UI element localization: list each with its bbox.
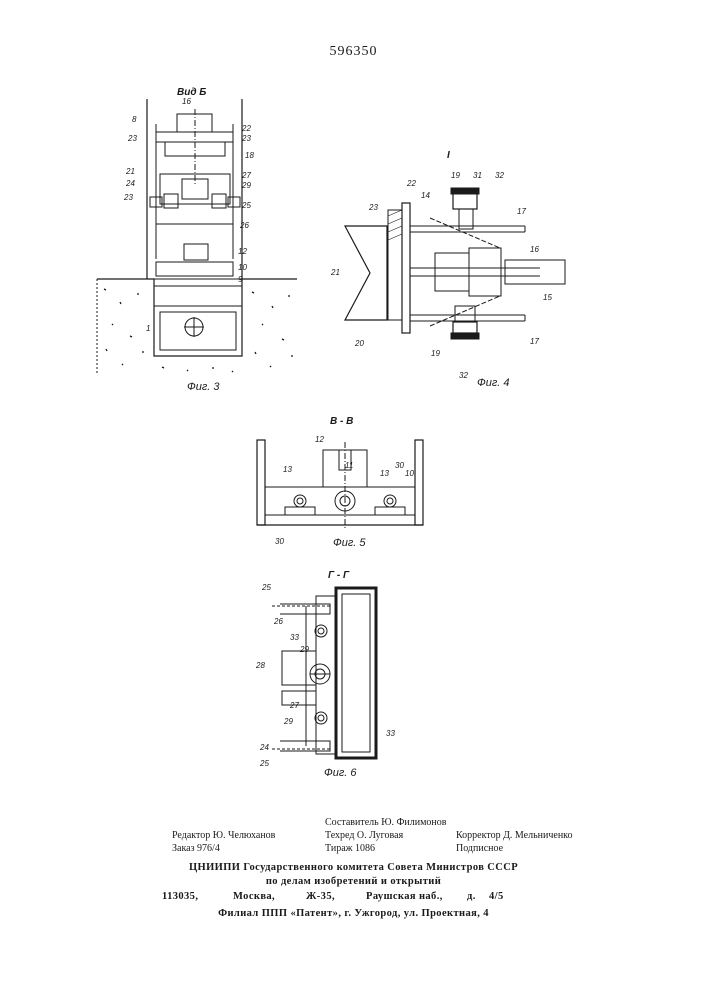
svg-text:26: 26 <box>239 221 249 230</box>
svg-text:26: 26 <box>273 617 283 626</box>
publisher-d: д. <box>467 891 476 902</box>
svg-text:13: 13 <box>283 465 292 474</box>
figure-3: Вид Б 16 8 22 23 23 18 21 27 24 29 23 25… <box>92 84 307 399</box>
svg-text:29: 29 <box>241 181 251 190</box>
svg-text:25: 25 <box>261 583 271 592</box>
publisher-line-2: по делам изобретений и открытий <box>0 876 707 887</box>
svg-text:21: 21 <box>330 268 340 277</box>
svg-text:29: 29 <box>299 645 309 654</box>
svg-text:19: 19 <box>431 349 440 358</box>
svg-text:24: 24 <box>125 179 135 188</box>
imprint-compiler: Составитель Ю. Филимонов <box>325 816 447 829</box>
svg-text:23: 23 <box>241 134 251 143</box>
imprint-editor: Редактор Ю. Челюханов <box>172 829 275 842</box>
svg-text:11: 11 <box>345 461 353 470</box>
svg-text:25: 25 <box>241 201 251 210</box>
svg-text:31: 31 <box>473 171 482 180</box>
imprint-corrector: Корректор Д. Мельниченко <box>456 829 573 842</box>
svg-text:13: 13 <box>380 469 389 478</box>
svg-text:14: 14 <box>421 191 430 200</box>
svg-text:17: 17 <box>517 207 526 216</box>
publisher-num: 4/5 <box>489 891 504 902</box>
svg-text:15: 15 <box>543 293 552 302</box>
svg-text:32: 32 <box>495 171 504 180</box>
publisher-emb: Раушская наб., <box>366 891 443 902</box>
svg-text:32: 32 <box>459 371 468 380</box>
svg-text:30: 30 <box>395 461 404 470</box>
publisher-index: 113035, <box>162 891 198 902</box>
svg-text:12: 12 <box>315 435 324 444</box>
svg-text:30: 30 <box>275 537 284 546</box>
svg-text:18: 18 <box>245 151 254 160</box>
imprint-order: Заказ 976/4 <box>172 842 220 855</box>
svg-text:25: 25 <box>259 759 269 768</box>
svg-text:28: 28 <box>255 661 265 670</box>
svg-text:16: 16 <box>182 97 191 106</box>
svg-text:16: 16 <box>530 245 539 254</box>
svg-text:12: 12 <box>238 247 247 256</box>
svg-text:19: 19 <box>451 171 460 180</box>
publisher-street: Ж-35, <box>306 891 335 902</box>
svg-text:33: 33 <box>290 633 299 642</box>
fig4-caption: Фиг. 4 <box>477 377 510 389</box>
figure-6: Г - Г 25 26 33 29 28 27 29 33 24 25 Фиг.… <box>250 566 400 781</box>
publisher-city: Москва, <box>233 891 275 902</box>
svg-text:9: 9 <box>238 275 243 284</box>
imprint-techred: Техред О. Луговая <box>325 829 403 842</box>
fig5-section-title: В - В <box>330 416 353 427</box>
svg-text:23: 23 <box>123 193 133 202</box>
imprint-circulation: Тираж 1086 <box>325 842 375 855</box>
svg-text:10: 10 <box>238 263 247 272</box>
figure-5: В - В 12 11 30 13 13 10 30 Фиг. 5 <box>245 412 445 560</box>
svg-text:21: 21 <box>125 167 135 176</box>
svg-text:27: 27 <box>289 701 299 710</box>
svg-text:22: 22 <box>406 179 416 188</box>
svg-text:23: 23 <box>368 203 378 212</box>
publisher-line-1: ЦНИИПИ Государственного комитета Совета … <box>0 862 707 873</box>
publisher-line-4: Филиал ППП «Патент», г. Ужгород, ул. Про… <box>0 908 707 919</box>
svg-text:22: 22 <box>241 124 251 133</box>
fig5-caption: Фиг. 5 <box>333 537 366 549</box>
imprint-subscription: Подписное <box>456 842 503 855</box>
svg-text:20: 20 <box>354 339 364 348</box>
svg-text:10: 10 <box>405 469 414 478</box>
svg-text:27: 27 <box>241 171 251 180</box>
fig3-caption: Фиг. 3 <box>187 381 220 393</box>
svg-text:24: 24 <box>259 743 269 752</box>
fig4-view-title: I <box>447 150 450 161</box>
figure-4: I 19 31 32 22 14 23 17 16 21 15 20 17 19… <box>325 148 575 393</box>
svg-text:8: 8 <box>132 115 137 124</box>
svg-text:23: 23 <box>127 134 137 143</box>
patent-number: 596350 <box>0 44 707 60</box>
svg-text:29: 29 <box>283 717 293 726</box>
svg-text:1: 1 <box>146 324 150 333</box>
fig6-section-title: Г - Г <box>328 570 350 581</box>
svg-text:17: 17 <box>530 337 539 346</box>
fig6-caption: Фиг. 6 <box>324 767 357 779</box>
svg-text:33: 33 <box>386 729 395 738</box>
